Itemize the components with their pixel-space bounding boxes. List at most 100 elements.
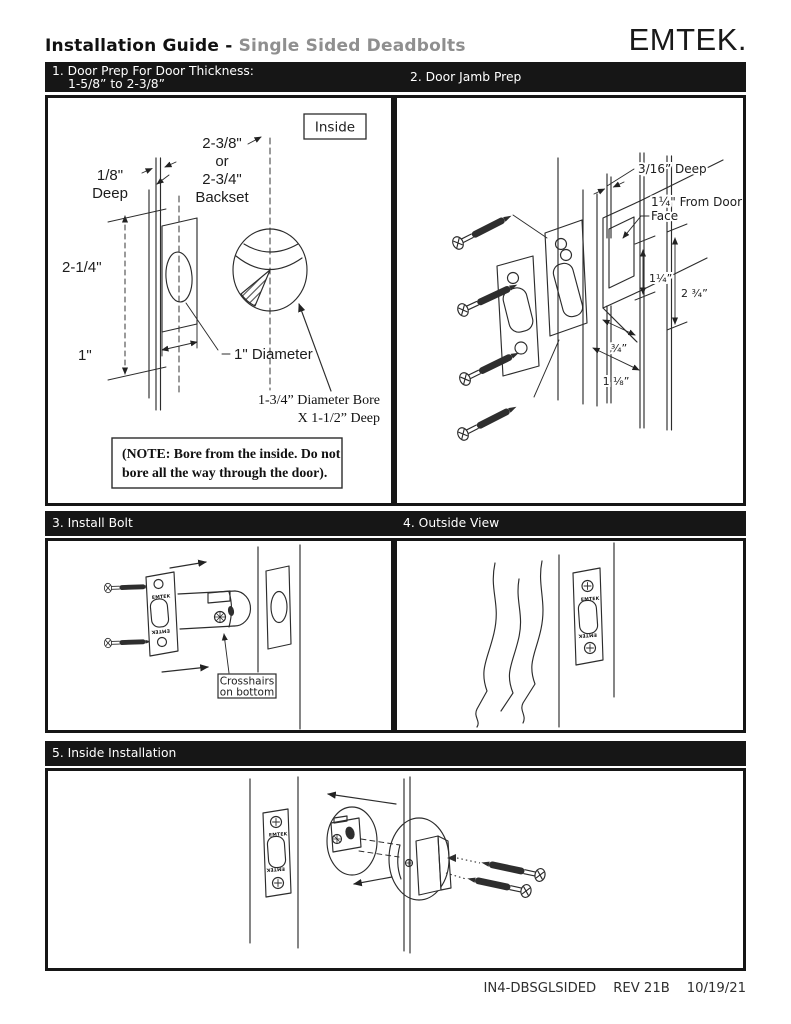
- bore-hole: [232, 228, 308, 312]
- deep-dim-arrow-1: [141, 168, 153, 174]
- deep-label-1: 1/8": [97, 167, 123, 184]
- diameter-label: 1" Diameter: [234, 346, 313, 363]
- reinforcer-bracket: [544, 219, 588, 337]
- faceplate-brand-text: EMTEK: [578, 631, 597, 638]
- thumbturn-rosette: [388, 817, 452, 901]
- faceplate-brand-text: EMTEK: [269, 831, 288, 838]
- deep-label-2: Deep: [92, 185, 128, 202]
- bolt-faceplate: [145, 571, 179, 657]
- inside-label: Inside: [315, 120, 355, 136]
- note-line-1: (NOTE: Bore from the inside. Do not: [122, 446, 341, 462]
- section-header-row-2: 3. Install Bolt 4. Outside View: [45, 511, 746, 536]
- alignment-dashes: [358, 838, 401, 858]
- bolt-body: [177, 590, 252, 630]
- backset-leader-arrow-1: [247, 136, 262, 145]
- dim-3-4-line: [602, 319, 636, 336]
- installed-faceplate: [572, 567, 604, 666]
- screw-icon: [465, 871, 533, 899]
- faceplate-brand-text: EMTEK: [581, 596, 600, 603]
- panel3-header: 3. Install Bolt: [52, 516, 133, 530]
- from-door-leader: [622, 215, 642, 239]
- door-edge-lines: [249, 776, 299, 949]
- footer-doc-id: IN4-DBSGLSIDED: [483, 981, 597, 996]
- faceplate-brand-text: EMTEK: [151, 627, 170, 635]
- page-title-product: Single Sided Deadbolts: [238, 36, 466, 56]
- door-edge-section: [257, 544, 301, 730]
- diameter-leader: [185, 302, 231, 355]
- page-title: Installation Guide - Single Sided Deadbo…: [45, 36, 466, 56]
- mortise-hatch: [165, 251, 193, 303]
- screw-icon: [479, 855, 547, 883]
- screw-icon: [103, 636, 152, 649]
- install-bolt-diagram: EMTEK EMTEK Crosshairs on bottom: [103, 544, 301, 730]
- outside-view-diagram: EMTEK EMTEK: [475, 542, 615, 728]
- callout-line-1: Crosshairs: [220, 676, 275, 688]
- panel-outside-view: EMTEK EMTEK: [394, 538, 746, 733]
- installed-faceplate: [262, 808, 292, 898]
- screw-icon: [103, 581, 152, 594]
- deep-dim-arrow-2: [164, 161, 177, 168]
- jamb-deep-label: 3/16” Deep: [638, 162, 707, 176]
- backset-label-2: or: [215, 153, 228, 170]
- dim-1-18-line: [592, 347, 640, 371]
- callout-box: [217, 673, 277, 699]
- from-door-label-2: Face: [651, 209, 678, 223]
- screw-icon: [455, 278, 521, 319]
- door-edge-lines: [148, 157, 198, 411]
- panel1-header-line1: 1. Door Prep For Door Thickness:: [52, 64, 254, 78]
- panel2-header: 2. Door Jamb Prep: [410, 70, 522, 84]
- note-line-2: bore all the way through the door).: [122, 465, 327, 481]
- screw-icon: [457, 346, 523, 388]
- width-dim-label: 1": [78, 347, 92, 364]
- bore-label-1: 1-3/4” Diameter Bore: [258, 393, 380, 408]
- width-dim-line: [161, 340, 198, 352]
- callout-line-2: on bottom: [220, 687, 274, 699]
- bore-leader-arrow: [298, 303, 332, 392]
- panel-jamb-prep: 3/16” Deep 1¼" From Door Face 1¼” 2 ¾” ¾…: [394, 95, 746, 506]
- jamb-prep-diagram: 3/16” Deep 1¼" From Door Face 1¼” 2 ¾” ¾…: [450, 152, 743, 443]
- footer-rev: REV 21B: [613, 981, 670, 996]
- direction-arrow: [169, 559, 207, 569]
- dim-2-34-label: 2 ¾”: [681, 287, 708, 300]
- spindle-hole: [345, 826, 355, 840]
- backset-label-4: Backset: [195, 189, 249, 206]
- thumbturn-arrowhead: [447, 854, 456, 862]
- screw-icon: [450, 209, 515, 252]
- section-header-row-1: 1. Door Prep For Door Thickness: 1-5/8” …: [45, 62, 746, 92]
- dim-1-18-label: 1 ⅛”: [603, 375, 630, 388]
- height-dim-label: 2-1/4": [62, 259, 102, 276]
- door-surface-lines: [403, 776, 411, 954]
- footer-date: 10/19/21: [686, 981, 746, 996]
- panel5-header: 5. Inside Installation: [52, 746, 177, 760]
- section-header-row-3: 5. Inside Installation: [45, 741, 746, 766]
- door-edge-lines: [558, 542, 615, 728]
- screw-icon: [455, 400, 520, 443]
- backset-label-1: 2-3/8": [202, 135, 242, 152]
- panel1-header-line2: 1-5/8” to 2-3/8”: [68, 77, 166, 91]
- jamb-mortise-hatch: [608, 216, 635, 289]
- dim-3-4-label: ¾”: [611, 342, 627, 355]
- bore-label-2: X 1-1/2” Deep: [298, 411, 380, 426]
- callout-arrow: [221, 633, 230, 674]
- faceplate-brand-text: EMTEK: [152, 593, 171, 601]
- rotation-arrow: [353, 876, 393, 887]
- rotation-arrow: [327, 791, 397, 805]
- door-prep-diagram: Inside 2-3/8" or 2-3/4" Backset 1/8" Dee…: [62, 113, 380, 489]
- panel-door-prep: Inside 2-3/8" or 2-3/4" Backset 1/8" Dee…: [45, 95, 394, 506]
- inside-label-box: [303, 113, 367, 140]
- inner-rose: [326, 806, 378, 876]
- bolt-pin: [227, 606, 235, 616]
- break-lines: [475, 560, 544, 728]
- panel-inside-installation: EMTEK EMTEK: [45, 768, 746, 971]
- dim-1-14-label: 1¼”: [649, 272, 672, 285]
- from-door-label-1: 1¼" From Door: [651, 195, 742, 209]
- faceplate-brand-text: EMTEK: [266, 865, 285, 872]
- panel4-header: 4. Outside View: [403, 516, 500, 530]
- brand-logo: EMTEK.: [628, 22, 747, 57]
- backset-label-3: 2-3/4": [202, 171, 242, 188]
- inside-installation-diagram: EMTEK EMTEK: [249, 776, 547, 954]
- page-title-prefix: Installation Guide -: [45, 36, 239, 56]
- panel-install-bolt: EMTEK EMTEK Crosshairs on bottom: [45, 538, 394, 733]
- footer: IN4-DBSGLSIDED REV 21B 10/19/21: [484, 981, 747, 996]
- direction-arrow: [161, 664, 209, 673]
